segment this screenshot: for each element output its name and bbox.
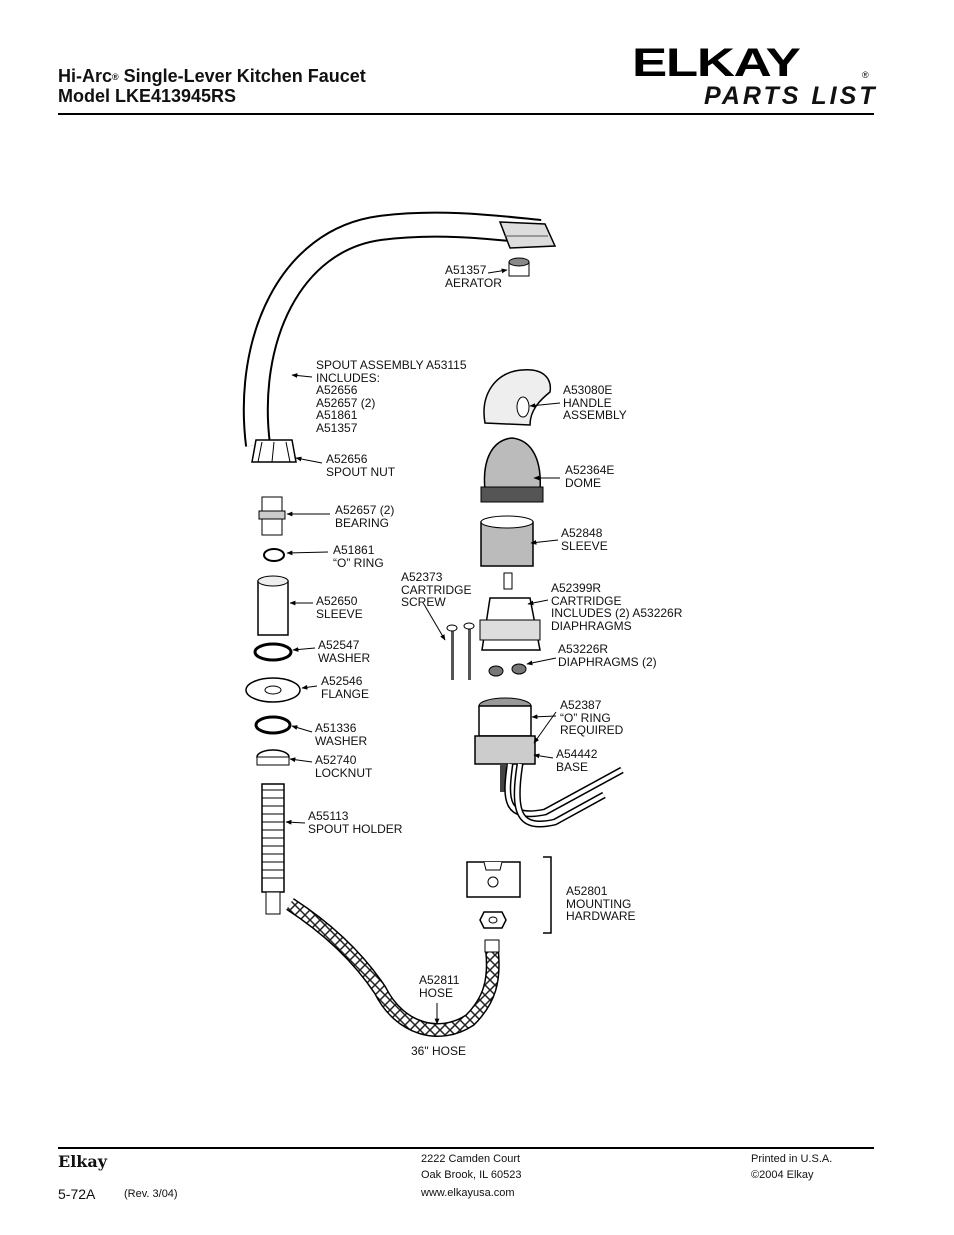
document-title: Hi-Arc® Single-Lever Kitchen Faucet Mode… — [58, 66, 366, 106]
label-sleeve-left: A52650 SLEEVE — [316, 594, 363, 621]
sleeve-drawing — [257, 575, 289, 636]
label-washer-2: A51336 WASHER — [315, 721, 368, 748]
handle-drawing — [483, 369, 552, 426]
label-washer-1: A52547 WASHER — [318, 638, 371, 665]
logo-reg: ® — [862, 70, 869, 80]
flange-drawing — [245, 677, 301, 703]
copyright: ©2004 Elkay — [751, 1169, 814, 1181]
website-link[interactable]: www.elkayusa.com — [421, 1187, 515, 1199]
base-drawing — [474, 697, 624, 828]
spout-assembly-drawing — [242, 211, 557, 447]
label-hose: A52811 HOSE — [419, 973, 460, 1000]
locknut-drawing — [256, 749, 290, 766]
model-number: Model LKE413945RS — [58, 86, 237, 106]
label-cartridge-screw: A52373 CARTRIDGE SCREW — [401, 570, 472, 610]
label-hose-length: 36" HOSE — [411, 1044, 466, 1058]
document-number: 5-72A — [58, 1186, 96, 1202]
address-line-2: Oak Brook, IL 60523 — [421, 1169, 522, 1181]
elkay-logo: ELKAY ® — [632, 44, 869, 80]
diaphragms-drawing — [488, 663, 527, 677]
spout-nut-drawing — [251, 439, 297, 463]
footer-address: 2222 Camden Court Oak Brook, IL 60523 ww… — [421, 1151, 522, 1201]
label-o-ring-required: A52387 “O” RING REQUIRED — [560, 698, 624, 738]
title-product: Single-Lever Kitchen Faucet — [118, 66, 366, 86]
label-sleeve-right: A52848 SLEEVE — [561, 526, 608, 553]
header-rule — [58, 113, 874, 115]
address-line-1: 2222 Camden Court — [421, 1153, 521, 1165]
cartridge-screws-drawing — [446, 622, 475, 680]
label-spout-assembly: SPOUT ASSEMBLY A53115 INCLUDES: A52656 A… — [316, 358, 467, 435]
washer-drawing — [253, 642, 293, 662]
bearing-drawing — [258, 496, 286, 536]
parts-list-heading: PARTS LIST — [704, 82, 878, 110]
label-cartridge: A52399R CARTRIDGE INCLUDES (2) A53226R D… — [551, 581, 683, 633]
label-flange: A52546 FLANGE — [321, 674, 370, 701]
label-handle: A53080E HANDLE ASSEMBLY — [563, 383, 627, 423]
spout-holder-drawing — [261, 783, 285, 915]
label-aerator: A51357 AERATOR — [445, 263, 502, 290]
aerator-drawing — [508, 257, 530, 277]
label-bearing: A52657 (2) BEARING — [335, 503, 395, 530]
label-spout-holder: A55113 SPOUT HOLDER — [308, 809, 403, 836]
printed-in: Printed in U.S.A. — [751, 1153, 833, 1165]
label-base: A54442 BASE — [556, 747, 598, 774]
sleeve-right-drawing — [480, 515, 534, 567]
cartridge-drawing — [479, 572, 541, 651]
dome-drawing — [480, 437, 544, 503]
label-locknut: A52740 LOCKNUT — [315, 753, 373, 780]
washer-2-drawing — [254, 715, 292, 735]
footer-brand: Elkay — [58, 1152, 108, 1171]
label-dome: A52364E DOME — [565, 463, 615, 490]
label-o-ring: A51861 “O” RING — [333, 543, 384, 570]
logo-text: ELKAY — [632, 44, 801, 80]
title-brand: Hi-Arc — [58, 66, 113, 86]
footer-print-info: Printed in U.S.A. ©2004 Elkay — [751, 1151, 832, 1183]
label-diaphragms: A53226R DIAPHRAGMS (2) — [558, 642, 657, 669]
label-mounting-hardware: A52801 MOUNTING HARDWARE — [566, 884, 636, 924]
registered-mark: ® — [112, 72, 119, 82]
footer-rule — [58, 1147, 874, 1149]
revision: (Rev. 3/04) — [124, 1188, 178, 1200]
label-spout-nut: A52656 SPOUT NUT — [326, 452, 396, 479]
leader-lines — [285, 268, 561, 1025]
hose-fitting-drawing — [484, 939, 500, 953]
mounting-hardware-drawing — [466, 856, 552, 934]
o-ring-drawing — [263, 548, 285, 562]
